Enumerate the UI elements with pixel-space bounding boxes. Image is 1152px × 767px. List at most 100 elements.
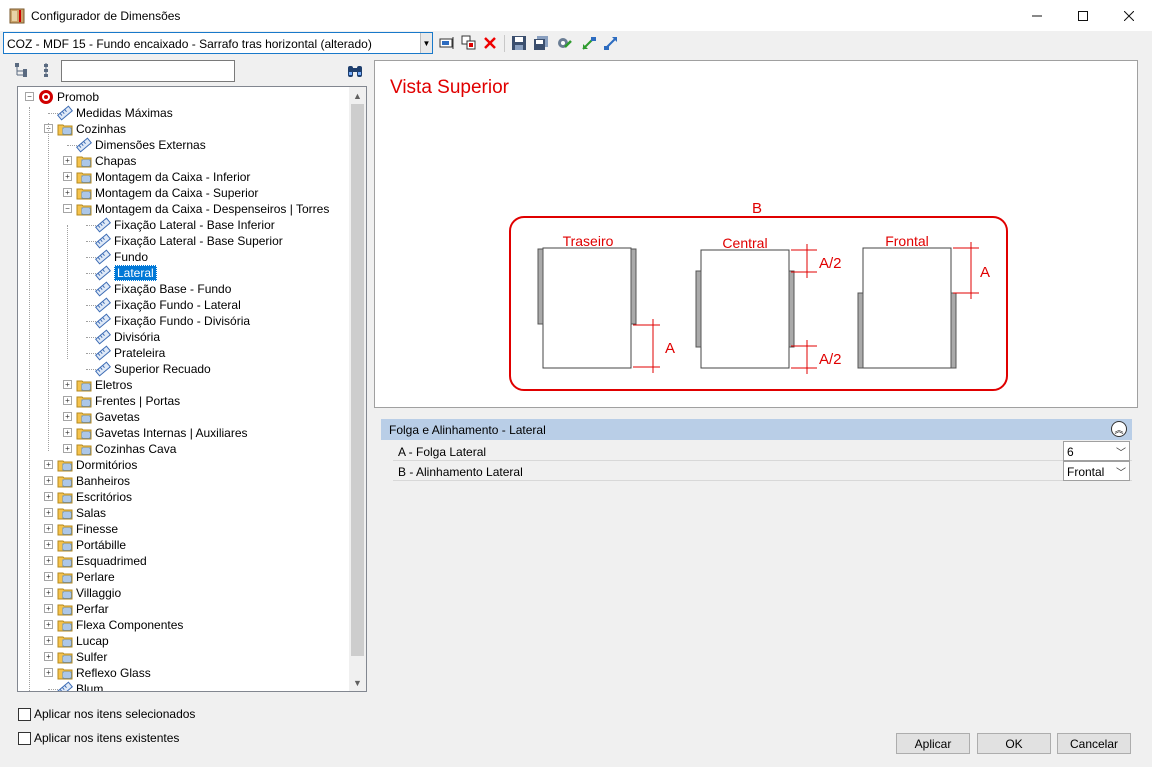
- tree-node[interactable]: Fixação Lateral - Base Inferior: [95, 217, 275, 233]
- tree-node[interactable]: Superior Recuado: [95, 361, 211, 377]
- expand-node-icon[interactable]: +: [44, 524, 53, 533]
- expand-node-icon[interactable]: +: [63, 188, 72, 197]
- expand-node-icon[interactable]: +: [44, 492, 53, 501]
- expand-node-icon[interactable]: +: [63, 380, 72, 389]
- chevron-down-icon[interactable]: ﹀: [1116, 448, 1126, 459]
- expand-node-icon[interactable]: +: [63, 396, 72, 405]
- close-button[interactable]: [1106, 0, 1152, 31]
- expand-node-icon[interactable]: +: [63, 156, 72, 165]
- tree-node[interactable]: Perfar: [57, 601, 109, 617]
- tree-node[interactable]: Cozinhas: [57, 121, 126, 137]
- apply-existing-option[interactable]: Aplicar nos itens existentes: [18, 731, 179, 745]
- tree-node[interactable]: Gavetas: [76, 409, 140, 425]
- tree-node[interactable]: Fixação Lateral - Base Superior: [95, 233, 283, 249]
- expand-node-icon[interactable]: +: [44, 460, 53, 469]
- tree-node[interactable]: Promob: [38, 89, 99, 105]
- tree-node[interactable]: Lucap: [57, 633, 109, 649]
- apply-selected-checkbox[interactable]: [18, 707, 31, 721]
- tree-node[interactable]: Villaggio: [57, 585, 121, 601]
- scroll-up-icon[interactable]: ▲: [353, 90, 362, 101]
- expand-node-icon[interactable]: +: [44, 588, 53, 597]
- tree-node[interactable]: Medidas Máximas: [57, 105, 173, 121]
- maximize-button[interactable]: [1060, 0, 1106, 31]
- tree-scrollbar[interactable]: ▲ ▼: [349, 87, 366, 691]
- tree-node[interactable]: Prateleira: [95, 345, 165, 361]
- expand-node-icon[interactable]: +: [44, 620, 53, 629]
- ok-button[interactable]: OK: [977, 733, 1051, 754]
- tree-node[interactable]: Cozinhas Cava: [76, 441, 176, 457]
- minimize-button[interactable]: [1014, 0, 1060, 31]
- tree-node[interactable]: Flexa Componentes: [57, 617, 183, 633]
- scroll-thumb[interactable]: [351, 104, 364, 656]
- expand-node-icon[interactable]: +: [44, 604, 53, 613]
- expand-node-icon[interactable]: +: [63, 444, 72, 453]
- cancel-button[interactable]: Cancelar: [1057, 733, 1131, 754]
- collapse-node-icon[interactable]: −: [25, 92, 34, 101]
- chevron-down-icon[interactable]: ﹀: [1116, 468, 1126, 479]
- combo-arrow-icon[interactable]: ▼: [420, 33, 432, 53]
- tree-node[interactable]: Frentes | Portas: [76, 393, 180, 409]
- tree-node[interactable]: Perlare: [57, 569, 115, 585]
- tree-node[interactable]: Reflexo Glass: [57, 665, 151, 681]
- tree-node[interactable]: Fixação Fundo - Divisória: [95, 313, 250, 329]
- save-as-button[interactable]: [532, 34, 550, 52]
- collapse-node-icon[interactable]: −: [63, 204, 72, 213]
- tree-node[interactable]: Chapas: [76, 153, 136, 169]
- copy-config-button[interactable]: [460, 34, 478, 52]
- tree-node[interactable]: Escritórios: [57, 489, 132, 505]
- folga-lateral-select[interactable]: 6 ﹀: [1063, 441, 1130, 461]
- tree-node[interactable]: Divisória: [95, 329, 160, 345]
- expand-node-icon[interactable]: +: [44, 508, 53, 517]
- tree-node[interactable]: Fundo: [95, 249, 148, 265]
- search-input[interactable]: [61, 60, 235, 82]
- delete-button[interactable]: [481, 34, 499, 52]
- tree-node[interactable]: Banheiros: [57, 473, 130, 489]
- collapse-section-icon[interactable]: ︽: [1111, 421, 1127, 437]
- tree-node[interactable]: Dimensões Externas: [76, 137, 206, 153]
- tree-node[interactable]: Montagem da Caixa - Despenseiros | Torre…: [76, 201, 329, 217]
- collapse-tree-icon[interactable]: [44, 63, 48, 77]
- apply-existing-checkbox[interactable]: [18, 731, 31, 745]
- tree-node[interactable]: Eletros: [76, 377, 132, 393]
- tree-node[interactable]: Fixação Fundo - Lateral: [95, 297, 241, 313]
- measure-icon: [95, 233, 111, 249]
- tree-node[interactable]: Blum: [57, 681, 103, 691]
- expand-tree-icon[interactable]: [15, 63, 27, 77]
- tree-node[interactable]: Gavetas Internas | Auxiliares: [76, 425, 248, 441]
- expand-node-icon[interactable]: +: [44, 572, 53, 581]
- settings-button[interactable]: [555, 34, 573, 52]
- tree-node[interactable]: Montagem da Caixa - Inferior: [76, 169, 250, 185]
- expand-node-icon[interactable]: +: [63, 172, 72, 181]
- expand-node-icon[interactable]: +: [44, 652, 53, 661]
- rename-button[interactable]: [438, 34, 456, 52]
- tree-node-label: Fixação Lateral - Base Superior: [114, 234, 283, 248]
- expand-node-icon[interactable]: +: [44, 540, 53, 549]
- config-combo[interactable]: COZ - MDF 15 - Fundo encaixado - Sarrafo…: [3, 32, 433, 54]
- tree-node[interactable]: Sulfer: [57, 649, 107, 665]
- tree-node[interactable]: Dormitórios: [57, 457, 137, 473]
- tree-node[interactable]: Montagem da Caixa - Superior: [76, 185, 258, 201]
- expand-node-icon[interactable]: +: [44, 636, 53, 645]
- tree-node[interactable]: Fixação Base - Fundo: [95, 281, 231, 297]
- apply-button[interactable]: Aplicar: [896, 733, 970, 754]
- import-button[interactable]: [580, 34, 598, 52]
- export-button[interactable]: [602, 34, 620, 52]
- folder-icon: [76, 172, 92, 184]
- apply-selected-option[interactable]: Aplicar nos itens selecionados: [18, 707, 195, 721]
- expand-node-icon[interactable]: +: [44, 556, 53, 565]
- search-icon[interactable]: [347, 63, 363, 79]
- tree-node[interactable]: Portábille: [57, 537, 126, 553]
- tree-node[interactable]: Esquadrimed: [57, 553, 147, 569]
- expand-node-icon[interactable]: +: [44, 476, 53, 485]
- expand-node-icon[interactable]: +: [63, 428, 72, 437]
- scroll-down-icon[interactable]: ▼: [353, 677, 362, 688]
- alinhamento-lateral-select[interactable]: Frontal ﹀: [1063, 461, 1130, 481]
- tree-node[interactable]: Salas: [57, 505, 106, 521]
- expand-node-icon[interactable]: +: [44, 668, 53, 677]
- tree-node[interactable]: Finesse: [57, 521, 118, 537]
- tree-node[interactable]: Lateral: [95, 265, 157, 281]
- save-button[interactable]: [510, 34, 528, 52]
- expand-node-icon[interactable]: +: [63, 412, 72, 421]
- property-section-header[interactable]: Folga e Alinhamento - Lateral ︽: [381, 419, 1132, 440]
